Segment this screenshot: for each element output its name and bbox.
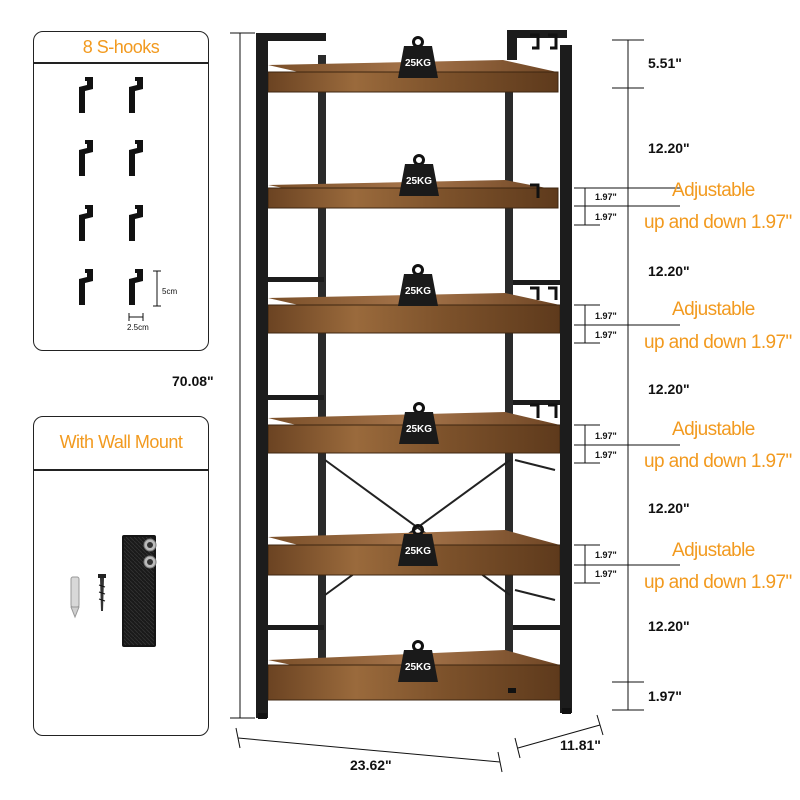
weight-icon: 25KG	[398, 264, 438, 306]
shelf-gap-label: 12.20"	[648, 500, 690, 516]
load-label: 25KG	[406, 176, 432, 187]
hanging-hook-icon	[548, 286, 558, 300]
wall-anchor-icon	[70, 576, 80, 619]
adjust-down-label: 1.97"	[595, 330, 617, 340]
wall-mount-divider	[34, 469, 208, 471]
weight-icon: 25KG	[398, 640, 438, 682]
height-dimension-line	[230, 32, 255, 719]
adjustable-note-title: Adjustable	[672, 419, 755, 440]
adjustable-note-title: Adjustable	[672, 180, 755, 201]
s-hooks-title: 8 S-hooks	[82, 37, 160, 57]
weight-icon: 25KG	[399, 402, 439, 444]
shelf-gap-label: 12.20"	[648, 618, 690, 634]
adjustable-note-title: Adjustable	[672, 540, 755, 561]
wall-mount-illustration	[70, 535, 157, 647]
adjustable-note-detail: up and down 1.97"	[644, 212, 792, 233]
load-label: 25KG	[405, 546, 431, 557]
adjust-bracket	[574, 424, 680, 464]
adjustable-note-detail: up and down 1.97"	[644, 332, 792, 353]
load-label: 25KG	[405, 58, 431, 69]
bottom-gap-label: 1.97"	[648, 688, 682, 704]
adjust-up-label: 1.97"	[595, 550, 617, 560]
front-left-post	[256, 33, 268, 718]
hanging-hook-icon	[530, 183, 540, 198]
adjust-bracket	[574, 304, 680, 344]
adjust-up-label: 1.97"	[595, 311, 617, 321]
shelf-spacing-scale	[612, 39, 644, 711]
adjust-down-label: 1.97"	[595, 450, 617, 460]
hook-width-label: 2.5cm	[127, 323, 149, 332]
hanging-hook-icon	[548, 403, 558, 418]
adjust-up-label: 1.97"	[595, 431, 617, 441]
wall-mount-title: With Wall Mount	[59, 432, 183, 452]
shelf-gap-label: 12.20"	[648, 263, 690, 279]
weight-icon: 25KG	[398, 36, 438, 78]
width-label: 23.62"	[350, 757, 392, 773]
depth-label: 11.81"	[560, 737, 601, 753]
hook-height-label: 5cm	[162, 287, 177, 296]
depth-dimension-line	[514, 714, 604, 759]
total-height-label: 70.08"	[172, 373, 214, 389]
hanging-hook-icon	[530, 403, 540, 418]
back-right-post	[505, 70, 513, 690]
s-hooks-panel: 8 S-hooks 5cm 2.5cm	[33, 31, 209, 351]
adjust-down-label: 1.97"	[595, 569, 617, 579]
screw-icon	[98, 574, 106, 611]
adjustable-note-detail: up and down 1.97"	[644, 451, 792, 472]
adjust-up-label: 1.97"	[595, 192, 617, 202]
wall-mount-panel: With Wall Mount	[33, 416, 209, 736]
load-label: 25KG	[406, 424, 432, 435]
hanging-hook-icon	[530, 286, 540, 300]
adjust-down-label: 1.97"	[595, 212, 617, 222]
shelf-gap-label: 12.20"	[648, 140, 690, 156]
adjustable-note-title: Adjustable	[672, 299, 755, 320]
shelf-gap-label: 12.20"	[648, 381, 690, 397]
hanging-hook-icon	[548, 33, 558, 50]
adjust-bracket	[574, 187, 680, 226]
s-hooks-divider	[34, 62, 208, 64]
adjust-bracket	[574, 544, 680, 584]
load-label: 25KG	[405, 662, 431, 673]
weight-icon: 25KG	[399, 154, 439, 196]
wall-strap-icon	[122, 535, 157, 647]
weight-icon: 25KG	[398, 524, 438, 566]
front-right-post	[560, 45, 572, 713]
width-dimension-line	[235, 727, 503, 773]
hanging-hook-icon	[530, 33, 540, 50]
back-left-post	[318, 55, 326, 695]
adjustable-note-detail: up and down 1.97"	[644, 572, 792, 593]
load-label: 25KG	[405, 286, 431, 297]
s-hooks-illustration: 5cm 2.5cm	[79, 77, 177, 332]
top-gap-label: 5.51"	[648, 55, 682, 71]
